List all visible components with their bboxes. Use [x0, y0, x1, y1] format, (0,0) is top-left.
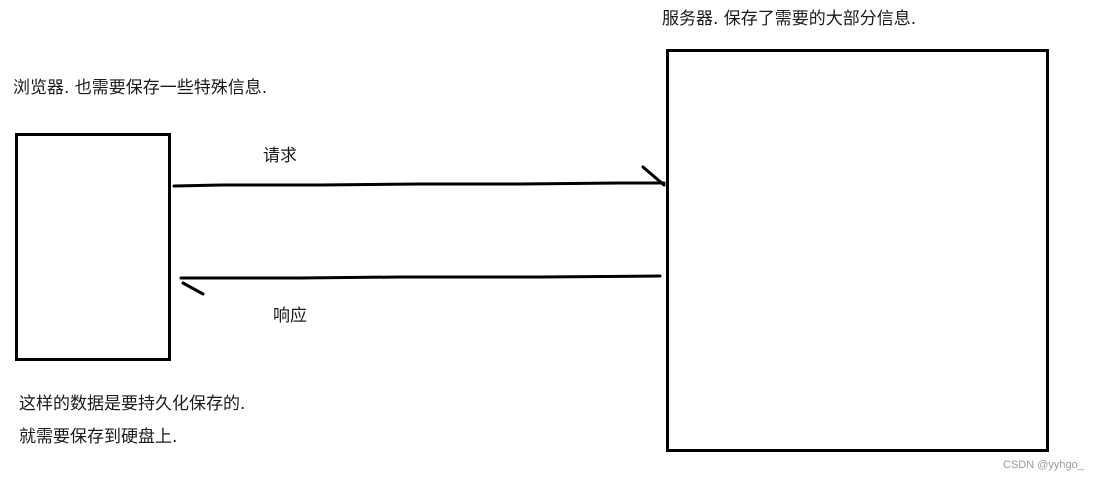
response-arrowhead-icon [181, 281, 205, 296]
request-label: 请求 [263, 146, 297, 166]
response-label: 响应 [273, 306, 307, 326]
response-arrow [179, 274, 662, 296]
server-box [666, 49, 1049, 452]
browser-note-line2: 就需要保存到硬盘上. [19, 427, 178, 447]
watermark: CSDN @yyhgo_ [1003, 459, 1084, 471]
browser-box [15, 133, 171, 361]
browser-note-line1: 这样的数据是要持久化保存的. [19, 394, 246, 414]
request-arrow [172, 165, 666, 188]
browser-caption: 浏览器. 也需要保存一些特殊信息. [13, 78, 268, 98]
server-caption: 服务器. 保存了需要的大部分信息. [662, 9, 917, 29]
request-arrowhead-icon [641, 165, 666, 187]
